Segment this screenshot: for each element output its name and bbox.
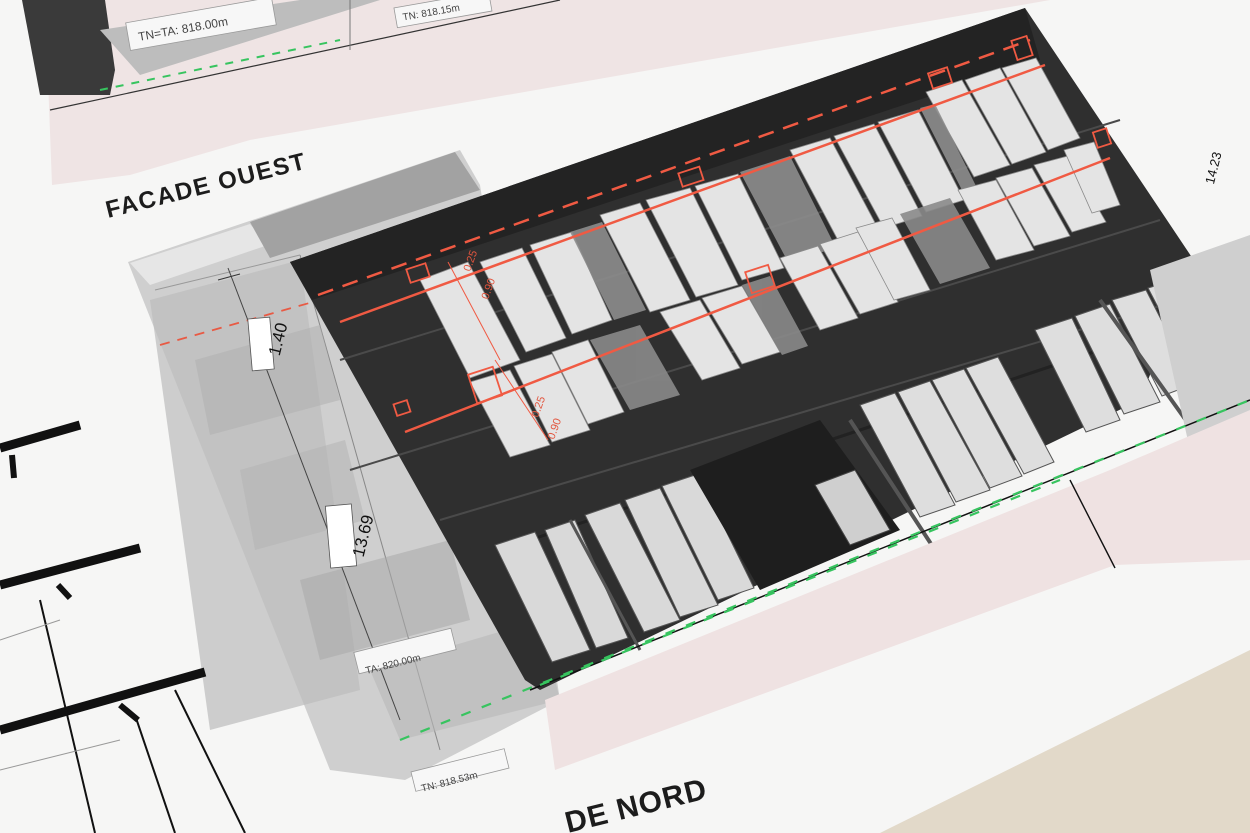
red-markup [317,34,1113,441]
entrance-recess [690,420,900,590]
previous-facade-strip: TN=TA: 818.00m TN: 818.15m [22,0,1050,185]
side-building [1150,235,1250,450]
terrain-lines [399,398,1250,770]
left-section-drawing [0,420,246,833]
main-facade [290,8,1223,690]
neighbour-building [128,150,560,780]
